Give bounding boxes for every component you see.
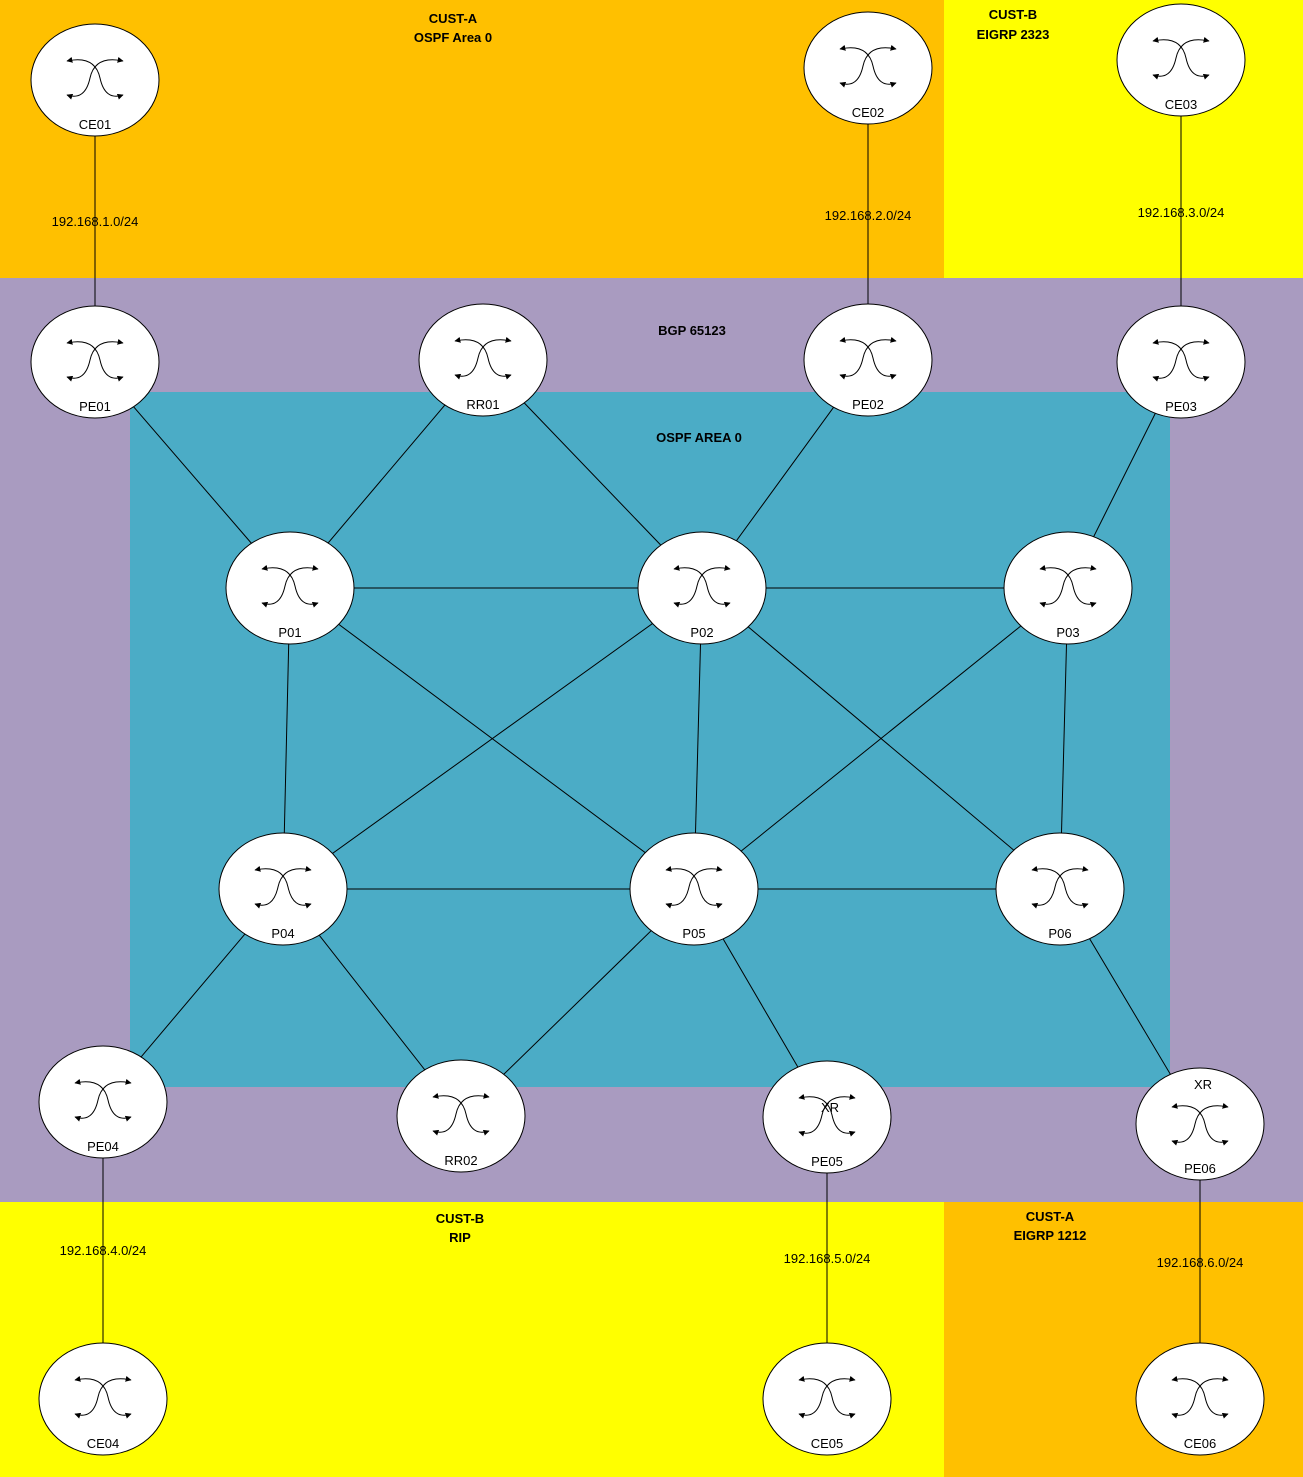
router-label: CE04	[87, 1436, 120, 1451]
router-label: P01	[278, 625, 301, 640]
router-icon	[798, 1375, 856, 1419]
link-p03-p05	[693, 587, 1069, 890]
subnet-label: 192.168.3.0/24	[1138, 205, 1225, 220]
router-icon	[432, 1092, 490, 1136]
zone-label: OSPF Area 0	[414, 30, 492, 45]
router-label: RR02	[444, 1153, 477, 1168]
router-pe06[interactable]: XR PE06	[1135, 1067, 1265, 1181]
router-platform-tag: XR	[821, 1100, 839, 1115]
router-label: CE06	[1184, 1436, 1217, 1451]
router-label: P04	[271, 926, 294, 941]
subnet-label: 192.168.6.0/24	[1157, 1255, 1244, 1270]
router-ce02[interactable]: CE02	[803, 11, 933, 125]
router-ce06[interactable]: CE06	[1135, 1342, 1265, 1456]
zone-label: RIP	[449, 1230, 471, 1245]
router-label: PE04	[87, 1139, 119, 1154]
router-label: PE03	[1165, 399, 1197, 414]
router-p02[interactable]: P02	[637, 531, 767, 645]
router-p05[interactable]: P05	[629, 832, 759, 946]
router-ce05[interactable]: CE05	[762, 1342, 892, 1456]
router-label: P06	[1048, 926, 1071, 941]
router-icon	[1171, 1102, 1229, 1146]
router-icon	[665, 865, 723, 909]
subnet-label: 192.168.5.0/24	[784, 1251, 871, 1266]
router-pe05[interactable]: XR PE05	[762, 1060, 892, 1174]
router-icon	[66, 56, 124, 100]
router-icon	[74, 1375, 132, 1419]
router-label: RR01	[466, 397, 499, 412]
router-label: PE02	[852, 397, 884, 412]
subnet-label: 192.168.4.0/24	[60, 1243, 147, 1258]
router-label: CE05	[811, 1436, 844, 1451]
router-platform-tag: XR	[1194, 1077, 1212, 1092]
zone-bottom-cust-a	[944, 1202, 1303, 1477]
router-label: P05	[682, 926, 705, 941]
router-label: PE06	[1184, 1161, 1216, 1176]
router-pe01[interactable]: PE01	[30, 305, 160, 419]
router-icon	[254, 865, 312, 909]
router-icon	[1152, 36, 1210, 80]
zone-label: CUST-A	[429, 11, 478, 26]
router-pe03[interactable]: PE03	[1116, 305, 1246, 419]
router-icon	[673, 564, 731, 608]
router-label: CE03	[1165, 97, 1198, 112]
router-icon	[839, 336, 897, 380]
zone-label: CUST-B	[989, 7, 1037, 22]
router-p06[interactable]: P06	[995, 832, 1125, 946]
router-rr02[interactable]: RR02	[396, 1059, 526, 1173]
zone-label: EIGRP 2323	[977, 27, 1050, 42]
router-icon	[1039, 564, 1097, 608]
router-p03[interactable]: P03	[1003, 531, 1133, 645]
router-rr01[interactable]: RR01	[418, 303, 548, 417]
link-p02-p04	[282, 587, 703, 890]
router-icon	[1031, 865, 1089, 909]
router-icon	[1171, 1375, 1229, 1419]
zone-label: CUST-A	[1026, 1209, 1075, 1224]
router-label: PE05	[811, 1154, 843, 1169]
router-ce03[interactable]: CE03	[1116, 3, 1246, 117]
router-ce04[interactable]: CE04	[38, 1342, 168, 1456]
router-label: P03	[1056, 625, 1079, 640]
router-pe04[interactable]: PE04	[38, 1045, 168, 1159]
router-label: CE01	[79, 117, 112, 132]
router-icon	[1152, 338, 1210, 382]
zone-label: BGP 65123	[658, 323, 726, 338]
router-icon	[66, 338, 124, 382]
router-icon	[261, 564, 319, 608]
router-icon	[454, 336, 512, 380]
zone-ospf	[130, 392, 1170, 1087]
subnet-label: 192.168.1.0/24	[52, 214, 139, 229]
router-icon	[798, 1093, 856, 1137]
subnet-label: 192.168.2.0/24	[825, 208, 912, 223]
router-pe02[interactable]: PE02	[803, 303, 933, 417]
router-ce01[interactable]: CE01	[30, 23, 160, 137]
router-label: PE01	[79, 399, 111, 414]
zone-label: EIGRP 1212	[1014, 1228, 1087, 1243]
zone-label: CUST-B	[436, 1211, 484, 1226]
router-p01[interactable]: P01	[225, 531, 355, 645]
zone-label: OSPF AREA 0	[656, 430, 742, 445]
router-label: CE02	[852, 105, 885, 120]
router-label: P02	[690, 625, 713, 640]
router-p04[interactable]: P04	[218, 832, 348, 946]
router-icon	[839, 44, 897, 88]
router-icon	[74, 1078, 132, 1122]
zone-top-cust-a	[0, 0, 944, 278]
